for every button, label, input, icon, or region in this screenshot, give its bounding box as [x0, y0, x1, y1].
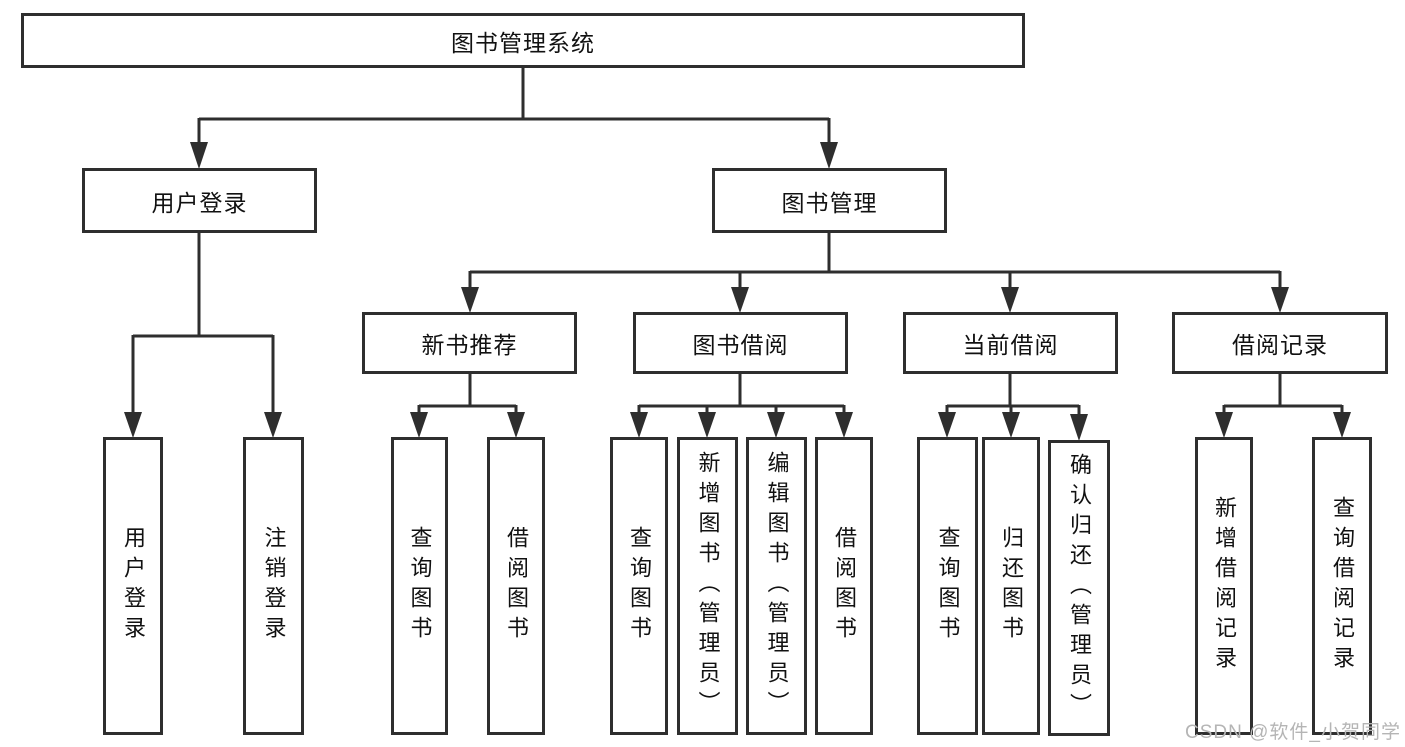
- node-new-book-recommendation: 新书推荐: [362, 312, 577, 374]
- leaf-user-login: 用户登录: [103, 437, 163, 735]
- leaf-add-book-admin: 新增图书（管理员）: [677, 437, 738, 735]
- node-borrowing-records: 借阅记录: [1172, 312, 1388, 374]
- leaf-query-book-recommend: 查询图书: [391, 437, 448, 735]
- leaf-query-book-current: 查询图书: [917, 437, 978, 735]
- leaf-confirm-return-admin: 确认归还（管理员）: [1048, 440, 1110, 736]
- node-book-borrowing: 图书借阅: [633, 312, 848, 374]
- leaf-borrow-book: 借阅图书: [815, 437, 873, 735]
- leaf-query-book-borrow: 查询图书: [610, 437, 668, 735]
- leaf-return-book: 归还图书: [982, 437, 1040, 735]
- csdn-watermark: CSDN @软件_小贺同学: [1185, 722, 1401, 743]
- leaf-query-borrow-record: 查询借阅记录: [1312, 437, 1372, 735]
- node-book-management: 图书管理: [712, 168, 947, 233]
- leaf-add-borrow-record: 新增借阅记录: [1195, 437, 1253, 735]
- leaf-logout: 注销登录: [243, 437, 304, 735]
- node-user-login: 用户登录: [82, 168, 317, 233]
- node-current-borrowing: 当前借阅: [903, 312, 1118, 374]
- node-root: 图书管理系统: [21, 13, 1025, 68]
- leaf-borrow-book-recommend: 借阅图书: [487, 437, 545, 735]
- leaf-edit-book-admin: 编辑图书（管理员）: [746, 437, 807, 735]
